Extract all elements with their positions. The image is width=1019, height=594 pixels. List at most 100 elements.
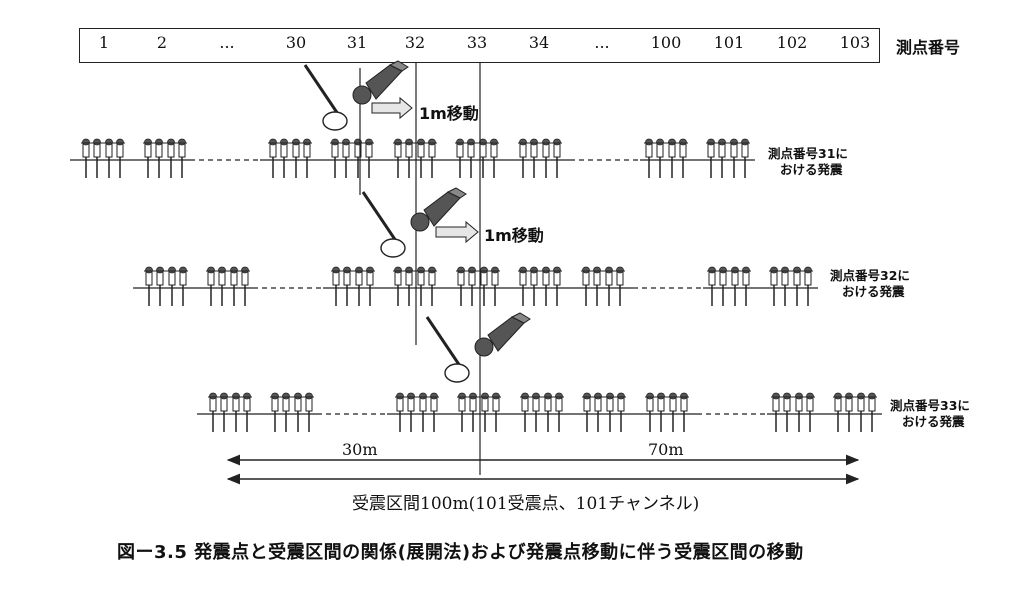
geophone-icon [731,266,739,306]
geophone-icon [669,392,677,432]
station-label: 101 [713,33,745,52]
geophone-icon [292,138,300,178]
geophone-cap [555,392,563,400]
geophone-cap [718,138,726,146]
geophone-icon [343,266,351,306]
vibrator-burst [474,337,494,357]
move-label: 1m移動 [484,226,544,245]
station-label: 100 [650,33,682,52]
geophone-icon [555,392,563,432]
geophone-icon [708,266,716,306]
geophone-icon [82,138,90,178]
geophone-icon [232,392,240,432]
geophone-icon [469,392,477,432]
geophone-icon [332,266,340,306]
geophone-cap [542,138,550,146]
geophone-icon [741,138,749,178]
geophone-icon [593,266,601,306]
station-label: 30 [285,33,307,52]
geophone-cap [530,266,538,274]
geophone-cap [657,392,665,400]
geophone-cap [332,266,340,274]
geophone-cap [656,138,664,146]
geophone-cap [458,392,466,400]
geophone-icon [458,392,466,432]
geophone-cap [167,138,175,146]
geophone-icon [155,138,163,178]
geophone-cap [305,392,313,400]
vibrator-burst [352,85,372,105]
vibrator-beam-top [510,312,531,324]
geophone-icon [530,138,538,178]
vibrator-truck-icon [361,187,467,258]
geophone-cap [243,392,251,400]
geophone-cap [679,138,687,146]
geophone-icon [93,138,101,178]
geophone-icon [707,138,715,178]
geophone-icon [793,266,801,306]
geophone-icon [730,138,738,178]
geophone-cap [342,138,350,146]
geophone-icon [428,138,436,178]
geophone-cap [232,392,240,400]
vibrator-baseplate [444,363,470,383]
geophone-cap [804,266,812,274]
vibrator-baseplate [380,238,406,258]
shot-label-line: 測点番号31に [768,146,848,161]
geophone-cap [241,266,249,274]
station-label: 103 [839,33,871,52]
geophone-icon [430,392,438,432]
arrow-right-icon [371,96,413,120]
geophone-icon [544,392,552,432]
geophone-cap [868,392,876,400]
geophone-cap [145,266,153,274]
geophone-icon [491,266,499,306]
geophone-cap [806,392,814,400]
geophone-icon [481,392,489,432]
geophone-cap [532,392,540,400]
station-label: 1 [98,33,110,52]
geophone-cap [616,266,624,274]
geophone-cap [783,392,791,400]
geophone-icon [394,266,402,306]
geophone-icon [220,392,228,432]
geophone-cap [428,266,436,274]
geophone-icon [145,266,153,306]
geophone-cap [542,266,550,274]
geophone-cap [480,266,488,274]
geophone-cap [417,138,425,146]
geophone-cap [394,266,402,274]
geophone-icon [492,392,500,432]
geophone-cap [218,266,226,274]
geophone-icon [657,392,665,432]
offset-70m-label: 70m [648,440,684,459]
geophone-cap [731,266,739,274]
geophone-icon [294,392,302,432]
geophone-cap [365,138,373,146]
geophone-icon [167,138,175,178]
geophone-cap [519,138,527,146]
geophone-cap [834,392,842,400]
geophone-cap [407,392,415,400]
geophone-cap [292,138,300,146]
receiver-span-label: 受震区間100m(101受震点、101チャンネル) [352,494,700,514]
geophone-cap [795,392,803,400]
geophone-icon [480,266,488,306]
geophone-icon [606,392,614,432]
geophone-cap [707,138,715,146]
geophone-cap [772,392,780,400]
geophone-cap [457,266,465,274]
vibrator-burst [410,212,430,232]
geophone-icon [530,266,538,306]
geophone-icon [542,266,550,306]
geophone-cap [742,266,750,274]
vibrator-pole [303,64,342,118]
station-label: 33 [466,33,488,52]
geophone-cap [519,266,527,274]
geophone-icon [456,138,464,178]
geophone-cap [428,138,436,146]
vibrator-truck-icon [303,60,409,131]
vibrator-baseplate [322,111,348,131]
geophone-icon [366,266,374,306]
geophone-icon [645,138,653,178]
